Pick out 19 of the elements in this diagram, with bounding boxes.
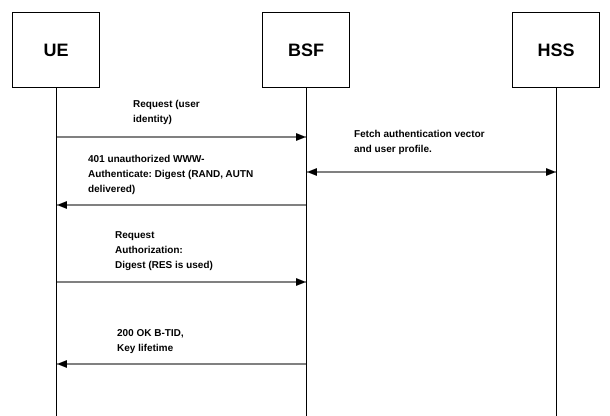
message-arrow [56,133,306,141]
participant-name: UE [43,40,68,60]
participant-box [512,12,600,88]
lifeline [556,88,557,416]
message-arrow [306,168,556,176]
participant-box [262,12,350,88]
edge-label: Request Authorization: Digest (RES is used) [115,229,214,273]
edge-label: 401 unauthorized WWW-Authenticate: Digest (RAND, AUTN delivered) [88,153,254,197]
message-arrow [56,278,306,286]
message-arrow [56,360,306,368]
edge-label: 200 OK B-TID, Key lifetime [117,327,185,356]
lifeline [306,88,307,416]
lifeline [56,88,57,416]
edge-label: Fetch authentication vector and user profile. [354,128,486,157]
participant-box [12,12,100,88]
edge-label: Request (user identity) [133,98,201,127]
participant-name: HSS [537,40,574,60]
participant-name: BSF [288,40,324,60]
message-arrow [56,201,306,209]
